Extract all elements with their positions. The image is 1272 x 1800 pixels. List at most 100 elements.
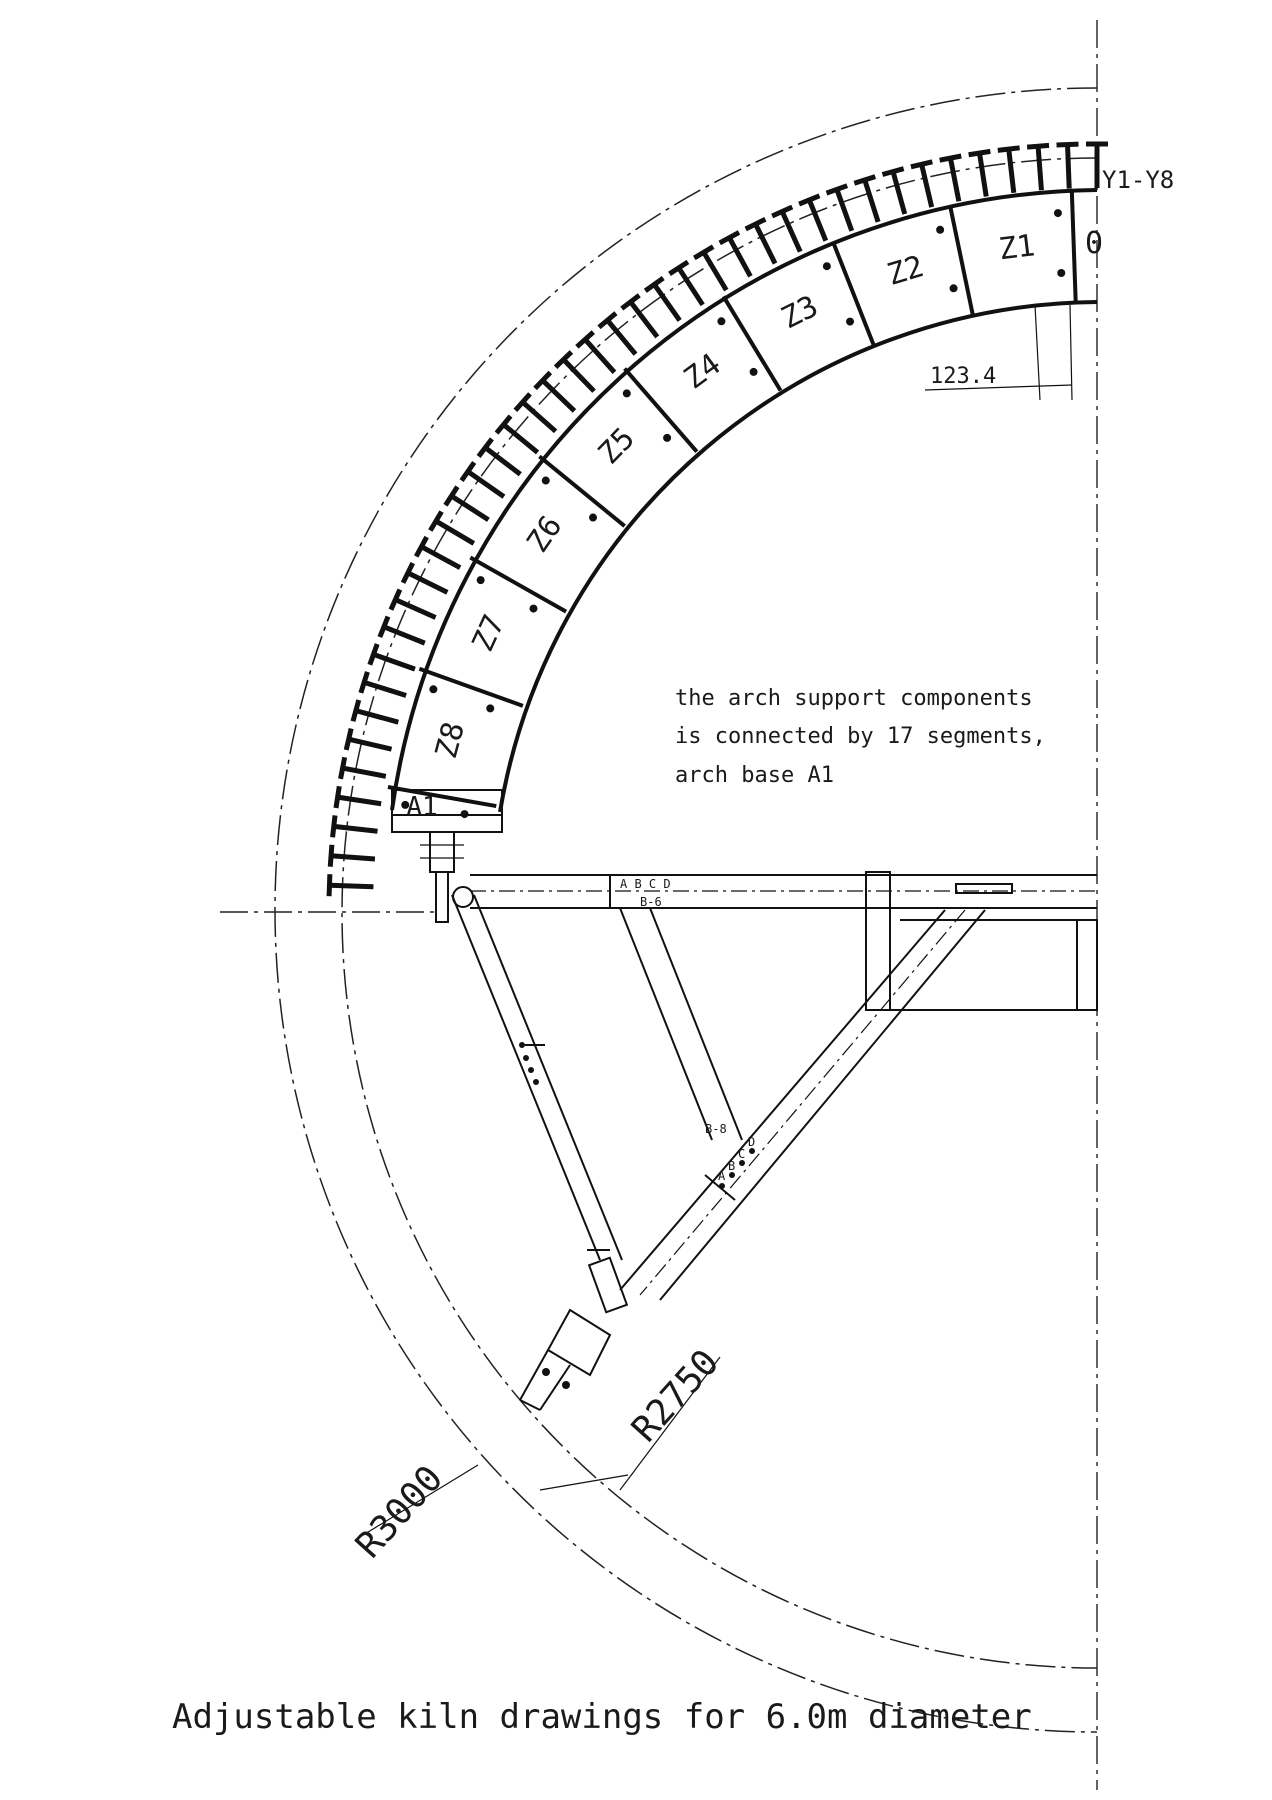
segment-bolt bbox=[622, 389, 631, 398]
rib-range-label: Y1-Y8 bbox=[1102, 166, 1174, 194]
rib bbox=[997, 145, 1020, 194]
segment-divider bbox=[469, 555, 568, 614]
segment-divider bbox=[623, 367, 699, 453]
rib bbox=[338, 756, 387, 780]
segment-bolt bbox=[429, 685, 438, 694]
rib bbox=[1086, 141, 1108, 188]
rib bbox=[668, 259, 705, 307]
rib bbox=[333, 785, 382, 809]
arch-base-a1 bbox=[391, 789, 503, 923]
rib bbox=[643, 276, 682, 322]
main-beam bbox=[470, 871, 1098, 1011]
segment-bolt bbox=[949, 284, 958, 293]
note-line-3: arch base A1 bbox=[675, 763, 834, 788]
segment-bolt bbox=[541, 476, 550, 485]
segment-bolt bbox=[486, 704, 495, 713]
rib bbox=[327, 844, 376, 867]
note-line-2: is connected by 17 segments, bbox=[675, 724, 1046, 749]
rib bbox=[718, 230, 753, 278]
rib bbox=[744, 216, 778, 265]
inner-circle-r2750 bbox=[341, 157, 1098, 1669]
rib bbox=[575, 330, 617, 374]
rib bbox=[968, 148, 991, 197]
diagonal-holes bbox=[719, 1148, 755, 1189]
segment-divider bbox=[831, 241, 876, 346]
rib bbox=[1026, 142, 1050, 191]
segment-bolt bbox=[749, 367, 758, 376]
rib bbox=[326, 874, 374, 897]
lower-end-fitting bbox=[519, 1308, 612, 1411]
segment-label: Z6 bbox=[520, 509, 569, 559]
rib bbox=[853, 174, 881, 223]
segment-divider bbox=[538, 454, 626, 528]
rib bbox=[693, 244, 729, 292]
rib bbox=[388, 588, 437, 620]
arch-base-label: A1 bbox=[406, 792, 437, 822]
rib bbox=[533, 370, 577, 413]
drawing-title: Adjustable kiln drawings for 6.0m diamet… bbox=[172, 1697, 1032, 1737]
segment-band-outer bbox=[390, 188, 1098, 811]
rib-comb bbox=[326, 141, 1108, 897]
hole-d-label: D bbox=[748, 1135, 755, 1149]
segment-group bbox=[387, 192, 1078, 819]
rib bbox=[443, 485, 490, 522]
outer-circle-r3000 bbox=[274, 87, 1098, 1733]
radius-leaders bbox=[354, 1356, 721, 1541]
rib bbox=[367, 643, 416, 672]
segment-label: Z5 bbox=[592, 421, 642, 471]
hole-c-label: C bbox=[738, 1147, 745, 1161]
strut-holes bbox=[519, 1042, 539, 1085]
hole-a-label: A bbox=[718, 1169, 726, 1183]
beam-hole-letters: A B C D bbox=[620, 877, 671, 891]
dimension-small-label: 123.4 bbox=[930, 364, 996, 389]
rib bbox=[350, 699, 399, 725]
segment-bolt bbox=[476, 576, 485, 585]
segment-label: Z7 bbox=[465, 610, 512, 657]
segment-bolt bbox=[822, 262, 831, 271]
radius-inner-label: R2750 bbox=[624, 1342, 727, 1450]
diagonal-b8-label: B-8 bbox=[705, 1122, 727, 1136]
rib bbox=[771, 204, 803, 253]
rib bbox=[494, 414, 540, 455]
rib bbox=[413, 535, 462, 570]
rib bbox=[476, 437, 522, 477]
zero-mark-label: 0 bbox=[1085, 226, 1103, 261]
rib bbox=[825, 183, 855, 232]
hole-b-label: B bbox=[728, 1159, 735, 1173]
segment-bolt bbox=[663, 433, 672, 442]
segment-bolt bbox=[1053, 209, 1062, 218]
rib bbox=[377, 615, 426, 646]
rib bbox=[343, 727, 393, 752]
dimension-123-4 bbox=[924, 304, 1073, 401]
segment-divider bbox=[721, 295, 783, 392]
adjustable-strut bbox=[451, 886, 629, 1314]
rib bbox=[428, 510, 476, 546]
segment-bolt bbox=[401, 800, 410, 809]
segment-bolt bbox=[589, 513, 598, 522]
strut-b6 bbox=[619, 907, 743, 1141]
rib bbox=[358, 671, 407, 698]
beam-b6-label: B-6 bbox=[640, 895, 662, 909]
segment-divider bbox=[948, 206, 975, 316]
segment-bolt bbox=[529, 604, 538, 613]
segment-divider bbox=[418, 666, 524, 708]
rib bbox=[400, 561, 449, 595]
rib bbox=[1056, 141, 1079, 189]
rib bbox=[597, 311, 638, 356]
segment-label: Z4 bbox=[678, 347, 728, 397]
rib bbox=[939, 153, 962, 202]
segment-bolt bbox=[846, 317, 855, 326]
segment-bolt bbox=[717, 317, 726, 326]
segment-divider bbox=[1069, 192, 1078, 303]
radius-outer-label: R3000 bbox=[348, 1458, 451, 1566]
rib bbox=[881, 166, 908, 215]
rib bbox=[553, 350, 596, 393]
segment-label: Z1 bbox=[997, 228, 1037, 267]
segment-bolt bbox=[936, 225, 945, 234]
segment-label: Z8 bbox=[429, 718, 472, 762]
rib bbox=[910, 159, 935, 208]
rib bbox=[620, 293, 660, 339]
diagonal-beam bbox=[619, 909, 986, 1301]
segment-label: Z2 bbox=[883, 249, 928, 293]
